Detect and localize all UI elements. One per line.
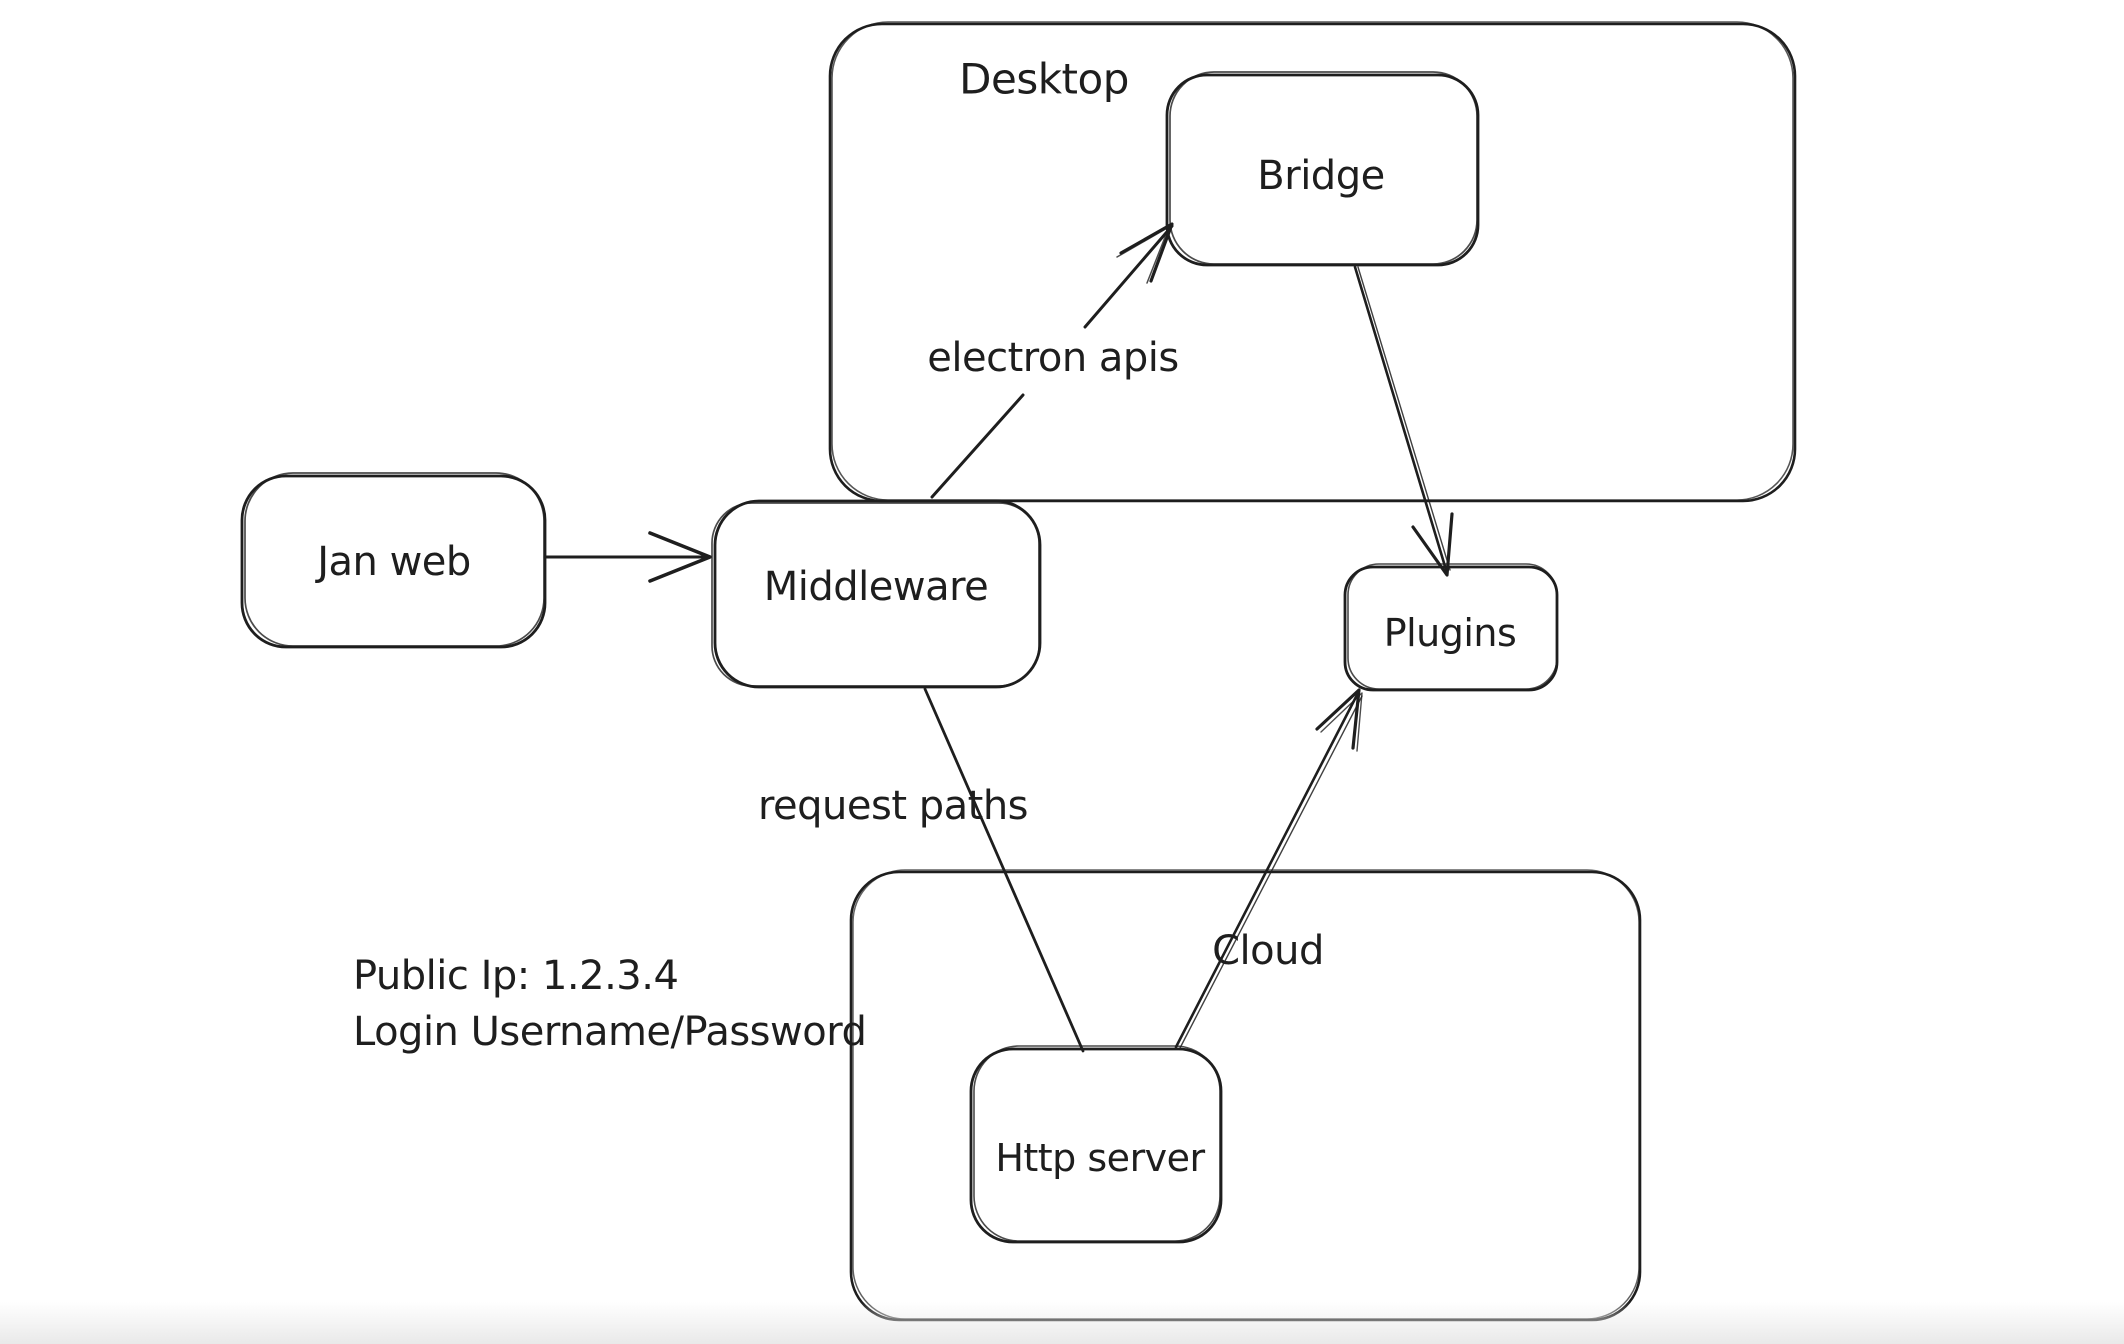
public-ip-note-line: Public Ip: 1.2.3.4 bbox=[353, 953, 679, 999]
desktop-container-label: Desktop bbox=[959, 54, 1129, 104]
http-server-node-shape[interactable] bbox=[969, 1045, 1223, 1244]
edge-httpserver-plugins[interactable] bbox=[1174, 688, 1363, 1049]
cloud-container-label: Cloud bbox=[1212, 928, 1324, 974]
cloud-credentials-note: Public Ip: 1.2.3.4 Login Username/Passwo… bbox=[353, 948, 867, 1060]
bridge-node-label: Bridge bbox=[1257, 153, 1385, 199]
middleware-node-label: Middleware bbox=[763, 564, 989, 610]
middleware-node-shape[interactable] bbox=[711, 499, 1042, 689]
edge-janweb-middleware[interactable] bbox=[543, 531, 712, 583]
bridge-node-shape[interactable] bbox=[1165, 71, 1480, 267]
edge-bridge-plugins[interactable] bbox=[1353, 265, 1454, 577]
edge-label-request-paths: request paths bbox=[757, 783, 1029, 829]
edge-middleware-bridge[interactable] bbox=[930, 222, 1174, 499]
plugins-node-shape[interactable] bbox=[1343, 563, 1559, 692]
desktop-container-shape[interactable] bbox=[828, 21, 1797, 503]
jan-web-node-shape[interactable] bbox=[240, 472, 547, 649]
plugins-node-label: Plugins bbox=[1383, 611, 1517, 655]
login-note-line: Login Username/Password bbox=[353, 1009, 867, 1055]
http-server-node-label: Http server bbox=[995, 1136, 1205, 1180]
jan-web-node-label: Jan web bbox=[317, 539, 471, 585]
edge-middleware-httpserver[interactable] bbox=[923, 687, 1085, 1053]
edge-label-electron-apis: electron apis bbox=[927, 335, 1179, 381]
